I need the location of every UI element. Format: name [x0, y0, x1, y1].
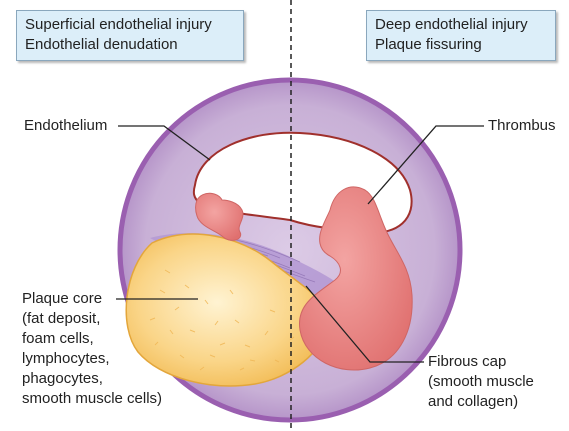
fibrous-cap-line-3: and collagen): [428, 392, 534, 412]
superficial-injury-box: Superficial endothelial injury Endotheli…: [16, 10, 244, 61]
deep-injury-subtitle: Plaque fissuring: [375, 35, 547, 55]
plaque-core-line-6: smooth muscle cells): [22, 389, 162, 409]
plaque-core-line-5: phagocytes,: [22, 369, 162, 389]
plaque-core-line-3: foam cells,: [22, 329, 162, 349]
fibrous-cap-title: Fibrous cap: [428, 352, 534, 372]
plaque-core-title: Plaque core: [22, 289, 162, 309]
plaque-core-label: Plaque core (fat deposit, foam cells, ly…: [22, 289, 162, 409]
plaque-core-line-2: (fat deposit,: [22, 309, 162, 329]
plaque-core-line-4: lymphocytes,: [22, 349, 162, 369]
endothelium-label: Endothelium: [24, 116, 107, 136]
superficial-injury-title: Superficial endothelial injury: [25, 15, 235, 35]
superficial-injury-subtitle: Endothelial denudation: [25, 35, 235, 55]
deep-injury-box: Deep endothelial injury Plaque fissuring: [366, 10, 556, 61]
thrombus-label: Thrombus: [488, 116, 556, 136]
fibrous-cap-label: Fibrous cap (smooth muscle and collagen): [428, 352, 534, 412]
deep-injury-title: Deep endothelial injury: [375, 15, 547, 35]
fibrous-cap-line-2: (smooth muscle: [428, 372, 534, 392]
